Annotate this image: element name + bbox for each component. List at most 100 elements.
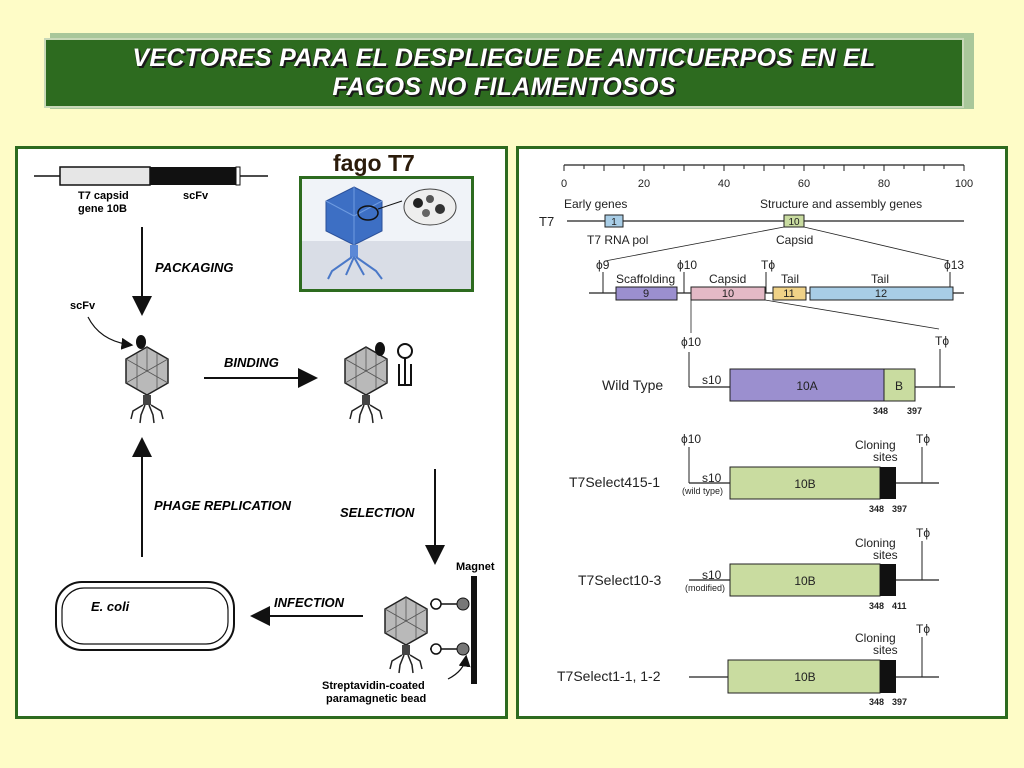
sel415-sites-label: sites <box>873 450 898 464</box>
scale-100: 100 <box>955 178 973 190</box>
magnet-bar <box>471 576 477 684</box>
sel415-s10-label: s10 <box>702 471 722 485</box>
rna-pol-label: T7 RNA pol <box>587 233 648 247</box>
photo-label: fago T7 <box>333 150 415 176</box>
wt-10a-label: 10A <box>796 379 817 393</box>
structure-genes-label: Structure and assembly genes <box>760 197 922 211</box>
capsid-gene-box <box>59 166 151 186</box>
phage-icon-captured <box>384 596 428 674</box>
title-line-1: VECTORES PARA EL DESPLIEGUE DE ANTICUERP… <box>132 44 876 72</box>
magnet-label: Magnet <box>456 561 495 573</box>
phi10-label: ϕ10 <box>677 258 697 272</box>
capsid-gene-label-2: gene 10B <box>78 203 127 215</box>
target-antigen-icon <box>397 343 413 386</box>
scale-40: 40 <box>718 178 730 190</box>
seg-10-label: 10 <box>722 288 734 300</box>
wt-phi10-label: ϕ10 <box>681 335 701 349</box>
seg-9-label: 9 <box>643 288 649 300</box>
scale-20: 20 <box>638 178 650 190</box>
seg-12-label: 12 <box>875 288 887 300</box>
packaging-label: PACKAGING <box>155 260 233 275</box>
scfv-gene-box <box>150 167 238 185</box>
ecoli-label: E. coli <box>91 599 130 614</box>
phage-icon-displaying <box>125 335 169 424</box>
wt-s10-label: s10 <box>702 373 722 387</box>
segment-12 <box>809 286 954 301</box>
gene-end-marker <box>235 166 241 186</box>
genome-map-diagram: 0 20 40 60 80 100 T7 Early genes Structu… <box>539 164 973 707</box>
sel415-phi10-label: ϕ10 <box>681 432 701 446</box>
bead-pointer-arrow <box>447 654 471 680</box>
seg-11-label: 11 <box>783 288 794 300</box>
promoter-labels: ϕ9 ϕ10 Tϕ ϕ13 <box>596 258 964 272</box>
bead-label-1: Streptavidin-coated <box>322 680 425 692</box>
segment-numbers: 9 10 11 12 <box>643 288 887 300</box>
scale-labels: 0 20 40 60 80 100 <box>561 178 973 190</box>
sel11-cloning-label: Cloning <box>855 631 896 645</box>
sel103-tphi-label: Tϕ <box>916 526 930 540</box>
tail-b-label: Tail <box>871 272 889 286</box>
region-segment-labels: Scaffolding Capsid Tail Tail <box>616 272 889 286</box>
sel11-sites-label: sites <box>873 643 898 657</box>
phi9-label: ϕ9 <box>596 258 610 272</box>
t7-phage-illustration <box>302 179 471 289</box>
zoom-line-right <box>803 226 950 262</box>
scfv-pointer-arrow <box>87 316 134 350</box>
sel415-tphi-label: Tϕ <box>916 432 930 446</box>
sel103-num-411: 411 <box>892 601 907 611</box>
sel11-10b-box <box>727 659 881 694</box>
wild-type-label: Wild Type <box>602 377 663 393</box>
t7-vector-map-panel: 0 20 40 60 80 100 T7 Early genes Structu… <box>516 146 1008 719</box>
sel103-num-348: 348 <box>869 601 884 611</box>
phage-icon-bound <box>344 342 388 424</box>
t7-genome-label: T7 <box>539 214 554 229</box>
scale-ticks <box>563 165 965 171</box>
paramagnetic-bead-icon <box>430 597 470 656</box>
cycle-diagram: T7 capsid gene 10B scFv PACKAGING scFv B… <box>34 166 495 705</box>
scaffolding-label: Scaffolding <box>616 272 675 286</box>
scfv-gene-label: scFv <box>183 190 209 202</box>
capsid-label: Capsid <box>776 233 813 247</box>
gene-10-box <box>783 214 805 228</box>
t7-phage-photo <box>299 176 474 292</box>
scale-60: 60 <box>798 178 810 190</box>
selection-label: SELECTION <box>340 505 415 520</box>
sel415-num-397: 397 <box>892 504 907 514</box>
capsid-b-label: Capsid <box>709 272 746 286</box>
sel11-cloning-site <box>880 660 896 693</box>
gene-10-label: 10 <box>788 217 800 228</box>
sel11-num-397: 397 <box>892 697 907 707</box>
sel103-modified-label: (modified) <box>685 583 725 593</box>
sel103-cloning-label: Cloning <box>855 536 896 550</box>
wt-b-box <box>883 368 916 402</box>
slide-title: VECTORES PARA EL DESPLIEGUE DE ANTICUERP… <box>44 38 964 108</box>
sel103-sites-label: sites <box>873 548 898 562</box>
capsid-gene-label-1: T7 capsid <box>78 190 129 202</box>
sel11-10b-label: 10B <box>794 670 815 684</box>
ecoli-cell-inner <box>61 587 229 645</box>
gene-1-label: 1 <box>611 217 617 228</box>
zoom-line-left <box>604 226 785 262</box>
bead-label-2: paramagnetic bead <box>326 693 426 705</box>
sel103-10b-label: 10B <box>794 574 815 588</box>
ecoli-cell-outer <box>55 581 235 651</box>
sel103-label: T7Select10-3 <box>578 572 661 588</box>
sel415-num-348: 348 <box>869 504 884 514</box>
replication-label: PHAGE REPLICATION <box>154 498 292 513</box>
sel415-10b-label: 10B <box>794 477 815 491</box>
segment-11 <box>772 286 807 301</box>
zoom-line-2-right <box>764 299 940 330</box>
wt-num-348: 348 <box>873 406 888 416</box>
sel103-10b-box <box>729 563 881 597</box>
wt-10a-box <box>729 368 885 402</box>
scale-0: 0 <box>561 178 567 190</box>
gene-1-box <box>604 214 624 228</box>
tail-a-label: Tail <box>781 272 799 286</box>
title-line-2: FAGOS NO FILAMENTOSOS <box>332 73 676 101</box>
tphi-label: Tϕ <box>761 258 775 272</box>
binding-label: BINDING <box>224 355 279 370</box>
phi13-label: ϕ13 <box>944 258 964 272</box>
scfv-label: scFv <box>70 300 96 312</box>
scale-80: 80 <box>878 178 890 190</box>
sel415-cloning-site <box>880 467 896 499</box>
